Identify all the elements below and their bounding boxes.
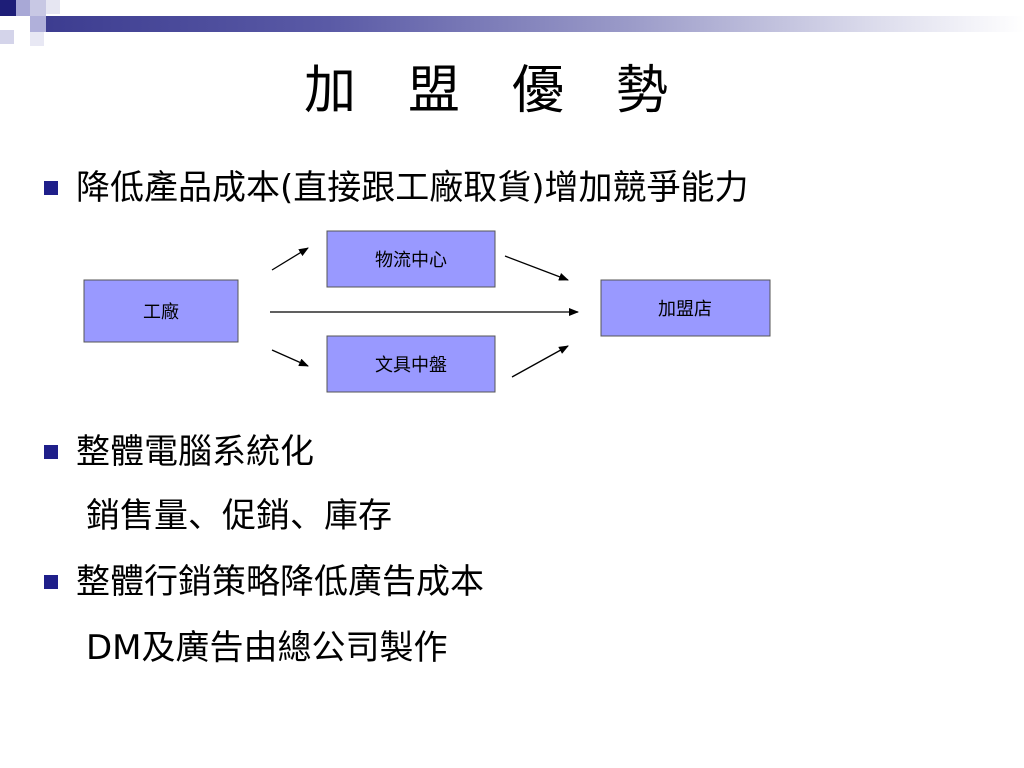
arrow-factory-to-stationery (271, 349, 309, 367)
corner-square-decoration (30, 16, 46, 32)
bullet-text: 降低產品成本(直接跟工廠取貨)增加競爭能力 (76, 168, 749, 208)
node-factory-label: 工廠 (143, 301, 179, 323)
bullet-square-icon (44, 181, 58, 195)
bullet-subtext: 銷售量、促銷、庫存 (86, 496, 392, 536)
corner-square-decoration (30, 32, 44, 46)
corner-square-decoration (0, 0, 16, 16)
node-factory: 工廠 (83, 279, 239, 343)
bullet-item-cost: 降低產品成本(直接跟工廠取貨)增加競爭能力 (44, 166, 749, 210)
arrow-factory-to-logistics (271, 247, 309, 271)
slide-title: 加盟優勢 (303, 61, 720, 121)
bullet-square-icon (44, 445, 58, 459)
bullet-text: 整體行銷策略降低廣告成本 (76, 562, 484, 602)
node-stationery-wholesale-label: 文具中盤 (375, 355, 447, 376)
bullet-item-computer-system: 整體電腦系統化 (44, 430, 314, 474)
arrow-logistics-to-franchise (504, 255, 569, 281)
corner-square-decoration (16, 16, 30, 30)
corner-square-decoration (46, 0, 60, 14)
node-stationery-wholesale: 文具中盤 (326, 335, 496, 393)
corner-square-decoration (30, 0, 46, 16)
node-logistics-center-label: 物流中心 (375, 250, 447, 271)
node-logistics-center: 物流中心 (326, 230, 496, 288)
node-franchise-store: 加盟店 (600, 279, 771, 337)
bullet-item-marketing: 整體行銷策略降低廣告成本 (44, 560, 484, 604)
node-franchise-store-label: 加盟店 (658, 299, 712, 320)
arrow-stationery-to-franchise (511, 345, 569, 378)
bullet-text: 整體電腦系統化 (76, 432, 314, 472)
bullet-square-icon (44, 575, 58, 589)
header-band-decoration (30, 16, 1024, 32)
corner-square-decoration (16, 0, 30, 16)
bullet-subtext: DM及廣告由總公司製作 (86, 628, 448, 668)
corner-square-decoration (0, 30, 14, 44)
